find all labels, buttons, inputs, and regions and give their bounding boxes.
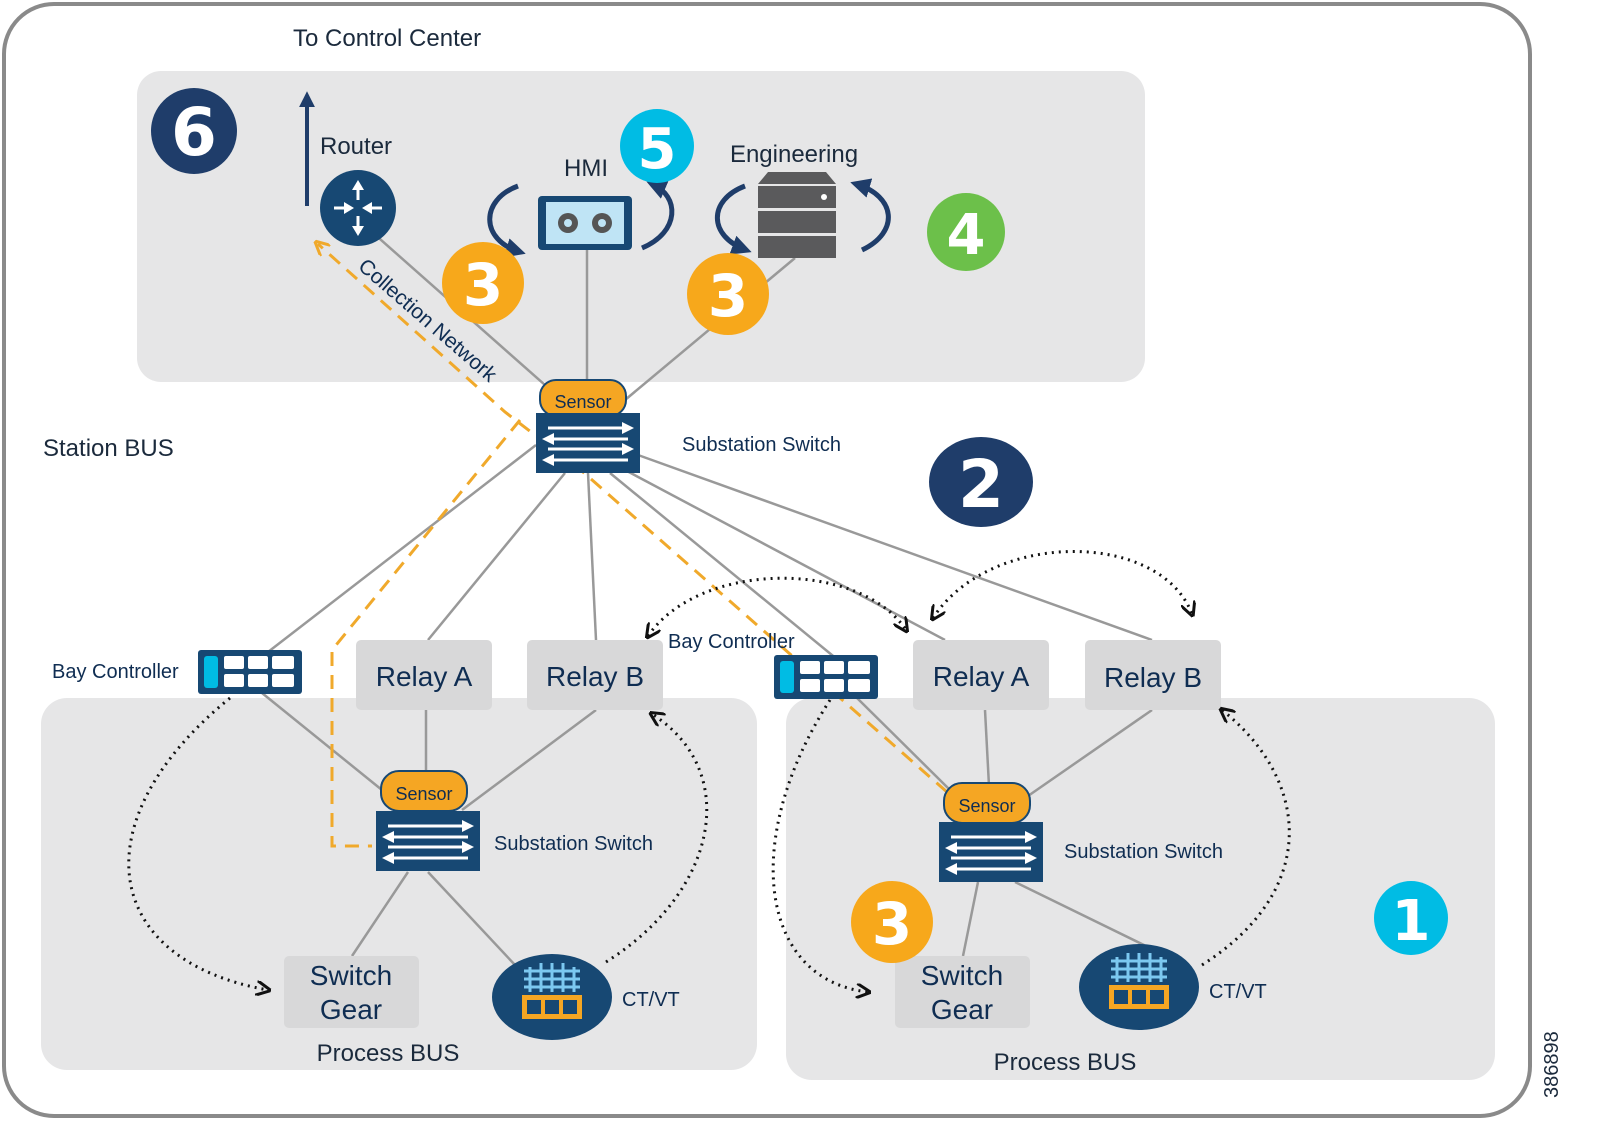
server-icon — [758, 172, 836, 258]
engineering-label: Engineering — [730, 141, 858, 168]
badge-1: 1 — [1392, 889, 1431, 954]
badge-6-circle — [151, 88, 237, 174]
bay-controller-left-label: Bay Controller — [52, 661, 179, 683]
switch-gear-left-box — [284, 956, 419, 1028]
relay-a-left-label: Relay A — [376, 661, 473, 692]
switch-gear-right-line1: Switch — [921, 960, 1003, 991]
right-sensor-label: Sensor — [958, 796, 1015, 816]
badge-3-bay-circle — [851, 881, 933, 963]
ctvt-left-label: CT/VT — [622, 989, 680, 1011]
main-substation-switch — [534, 379, 642, 475]
station-bus-label: Station BUS — [43, 435, 174, 462]
relay-b-left-box — [527, 640, 663, 710]
left-sensor-label: Sensor — [395, 784, 452, 804]
hmi-label: HMI — [564, 155, 608, 182]
dotted-arrows — [127, 550, 1291, 992]
relay-a-right-box — [913, 640, 1049, 710]
figure-id: 386898 — [1541, 1031, 1563, 1098]
cycle-arrows — [487, 178, 891, 258]
relay-b-right-box — [1085, 640, 1221, 710]
main-sensor-label: Sensor — [554, 392, 611, 412]
left-substation-switch — [374, 770, 482, 873]
router-label: Router — [320, 133, 392, 160]
transformer-icon-right — [1077, 942, 1201, 1032]
badge-5: 5 — [638, 117, 677, 182]
badge-3-eng: 3 — [708, 262, 748, 330]
main-switch-label: Substation Switch — [682, 434, 841, 456]
badge-5-circle — [620, 109, 694, 183]
switch-gear-left-line2: Gear — [320, 994, 382, 1025]
relay-a-right-label: Relay A — [933, 661, 1030, 692]
badge-6: 6 — [171, 94, 217, 171]
hmi-screen-gears-icon — [538, 196, 632, 250]
relay-b-right-label: Relay B — [1104, 662, 1202, 693]
switch-gear-right-line2: Gear — [931, 994, 993, 1025]
router-icon — [320, 170, 396, 246]
to-control-center-label: To Control Center — [293, 25, 481, 52]
badge-2-circle — [929, 437, 1033, 527]
right-switch-label: Substation Switch — [1064, 841, 1223, 863]
badge-4: 4 — [947, 203, 986, 268]
bay-controller-icon-left — [198, 650, 302, 694]
switch-gear-right-box — [895, 956, 1030, 1028]
process-bus-left-label: Process BUS — [317, 1040, 460, 1067]
badge-2: 2 — [958, 446, 1004, 523]
badge-3-hmi-circle — [442, 242, 524, 324]
bay-controller-right-label: Bay Controller — [668, 631, 795, 653]
badge-3-bay: 3 — [872, 890, 912, 958]
switch-gear-left-line1: Switch — [310, 960, 392, 991]
control-center-panel — [137, 71, 1145, 382]
left-switch-label: Substation Switch — [494, 833, 653, 855]
process-bus-right-label: Process BUS — [994, 1049, 1137, 1076]
relay-b-left-label: Relay B — [546, 661, 644, 692]
ctvt-right-label: CT/VT — [1209, 981, 1267, 1003]
badge-3-eng-circle — [687, 253, 769, 335]
bay-controller-icon-right — [774, 655, 878, 699]
badge-4-circle — [927, 193, 1005, 271]
badge-1-circle — [1374, 881, 1448, 955]
relay-a-left-box — [356, 640, 492, 710]
transformer-icon-left — [490, 952, 614, 1042]
badge-3-hmi: 3 — [463, 251, 503, 319]
right-substation-switch — [937, 782, 1045, 884]
